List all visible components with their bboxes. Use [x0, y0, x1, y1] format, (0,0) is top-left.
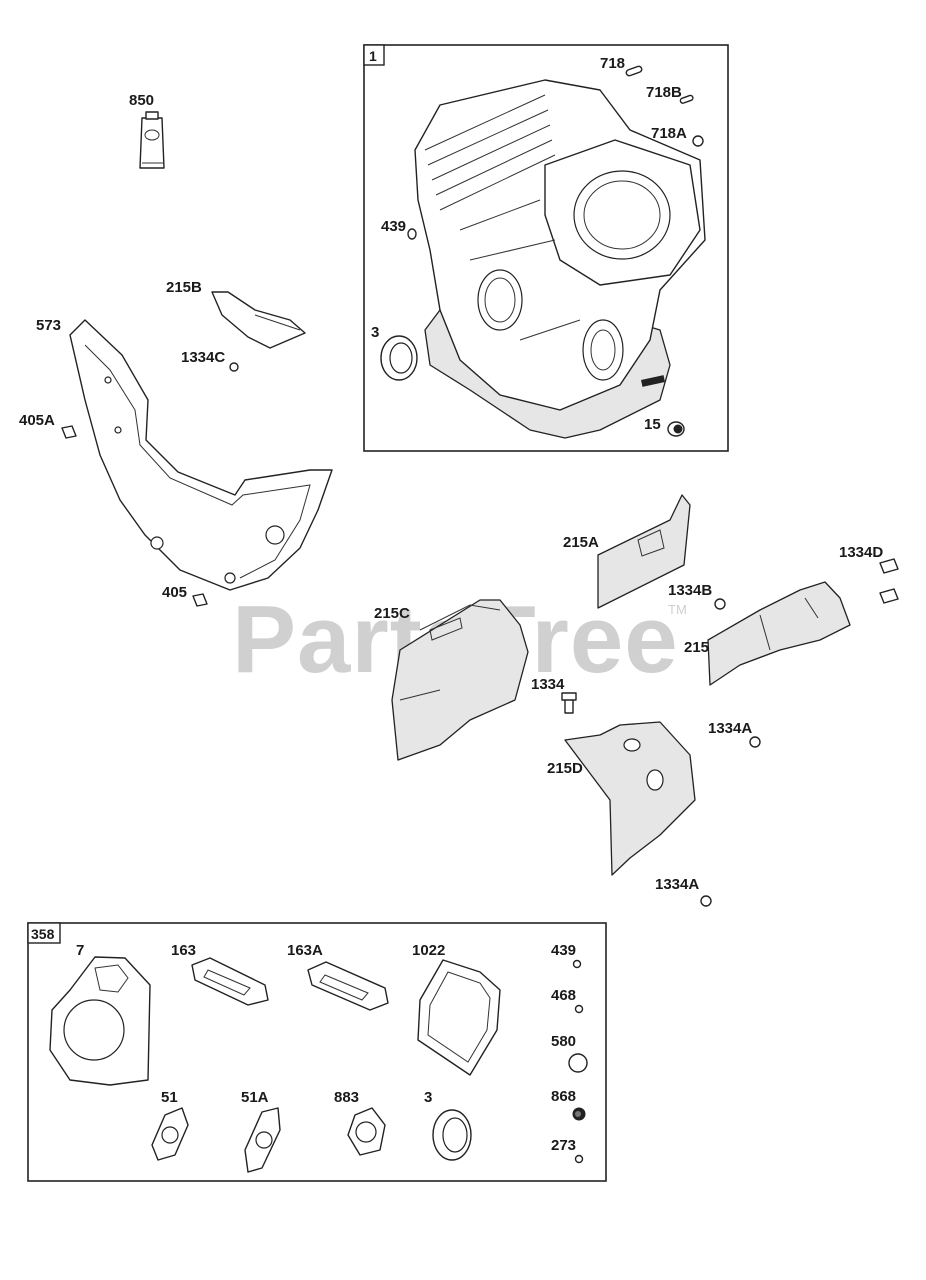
- screw-1334A-upper[interactable]: [749, 736, 761, 748]
- gasket-set-box-label: 358: [31, 926, 55, 942]
- gasket-51[interactable]: [151, 1107, 189, 1161]
- label-1334D: 1334D: [839, 544, 883, 561]
- screw-1334A-lower[interactable]: [700, 895, 712, 907]
- label-215B: 215B: [166, 279, 202, 296]
- label-468: 468: [551, 987, 576, 1004]
- o-ring-580[interactable]: [568, 1053, 588, 1073]
- o-ring-468[interactable]: [574, 1004, 584, 1014]
- o-ring-439-kit[interactable]: [572, 959, 582, 969]
- label-163A: 163A: [287, 942, 323, 959]
- gasket-163[interactable]: [191, 957, 269, 1006]
- label-1334B: 1334B: [668, 582, 712, 599]
- sealant-tube-850[interactable]: [139, 111, 165, 169]
- shield-215D[interactable]: [564, 721, 696, 876]
- screw-1334B[interactable]: [714, 598, 726, 610]
- label-3-top: 3: [371, 324, 379, 341]
- screw-1334[interactable]: [561, 692, 577, 714]
- shield-215A[interactable]: [597, 494, 691, 609]
- label-850: 850: [129, 92, 154, 109]
- label-51A: 51A: [241, 1089, 269, 1106]
- shield-215C[interactable]: [391, 599, 529, 761]
- label-439-top: 439: [381, 218, 406, 235]
- label-718B: 718B: [646, 84, 682, 101]
- screw-405A[interactable]: [61, 425, 77, 439]
- crankcase-part[interactable]: [414, 79, 706, 439]
- seal-3-top[interactable]: [380, 335, 418, 381]
- label-3-kit: 3: [424, 1089, 432, 1106]
- label-215: 215: [684, 639, 709, 656]
- bracket-215B[interactable]: [211, 291, 306, 349]
- label-215D: 215D: [547, 760, 583, 777]
- plug-868[interactable]: [572, 1107, 586, 1121]
- o-ring-273[interactable]: [574, 1154, 584, 1164]
- o-ring-439-top[interactable]: [407, 228, 417, 240]
- label-439-kit: 439: [551, 942, 576, 959]
- label-405: 405: [162, 584, 187, 601]
- gasket-883[interactable]: [347, 1107, 386, 1156]
- label-1022: 1022: [412, 942, 445, 959]
- bushing-718A[interactable]: [692, 135, 704, 147]
- plug-15[interactable]: [667, 421, 685, 437]
- label-7: 7: [76, 942, 84, 959]
- label-215C: 215C: [374, 605, 410, 622]
- head-gasket-7[interactable]: [49, 956, 151, 1086]
- label-883: 883: [334, 1089, 359, 1106]
- crankcase-box-label: 1: [369, 48, 377, 64]
- label-718: 718: [600, 55, 625, 72]
- label-273: 273: [551, 1137, 576, 1154]
- screws-1334D[interactable]: [879, 558, 899, 604]
- label-1334A-upper: 1334A: [708, 720, 752, 737]
- label-1334C: 1334C: [181, 349, 225, 366]
- screw-1334C[interactable]: [229, 362, 239, 372]
- label-718A: 718A: [651, 125, 687, 142]
- crankcase-box: 1: [363, 44, 729, 452]
- label-1334A-lower: 1334A: [655, 876, 699, 893]
- label-868: 868: [551, 1088, 576, 1105]
- gasket-1022[interactable]: [417, 959, 501, 1076]
- label-163: 163: [171, 942, 196, 959]
- gasket-163A[interactable]: [307, 961, 389, 1011]
- gasket-51A[interactable]: [244, 1107, 281, 1173]
- gasket-set-box: 358: [27, 922, 607, 1182]
- backplate-573[interactable]: [69, 319, 333, 591]
- pin-718[interactable]: [625, 65, 643, 77]
- label-580: 580: [551, 1033, 576, 1050]
- pin-718B[interactable]: [679, 94, 694, 104]
- screw-405[interactable]: [192, 593, 208, 607]
- label-15: 15: [644, 416, 661, 433]
- label-51: 51: [161, 1089, 178, 1106]
- shield-215[interactable]: [707, 581, 851, 686]
- watermark-tm: TM: [668, 602, 687, 617]
- label-573: 573: [36, 317, 61, 334]
- seal-3-kit[interactable]: [432, 1109, 472, 1161]
- label-405A: 405A: [19, 412, 55, 429]
- label-1334: 1334: [531, 676, 565, 693]
- label-215A: 215A: [563, 534, 599, 551]
